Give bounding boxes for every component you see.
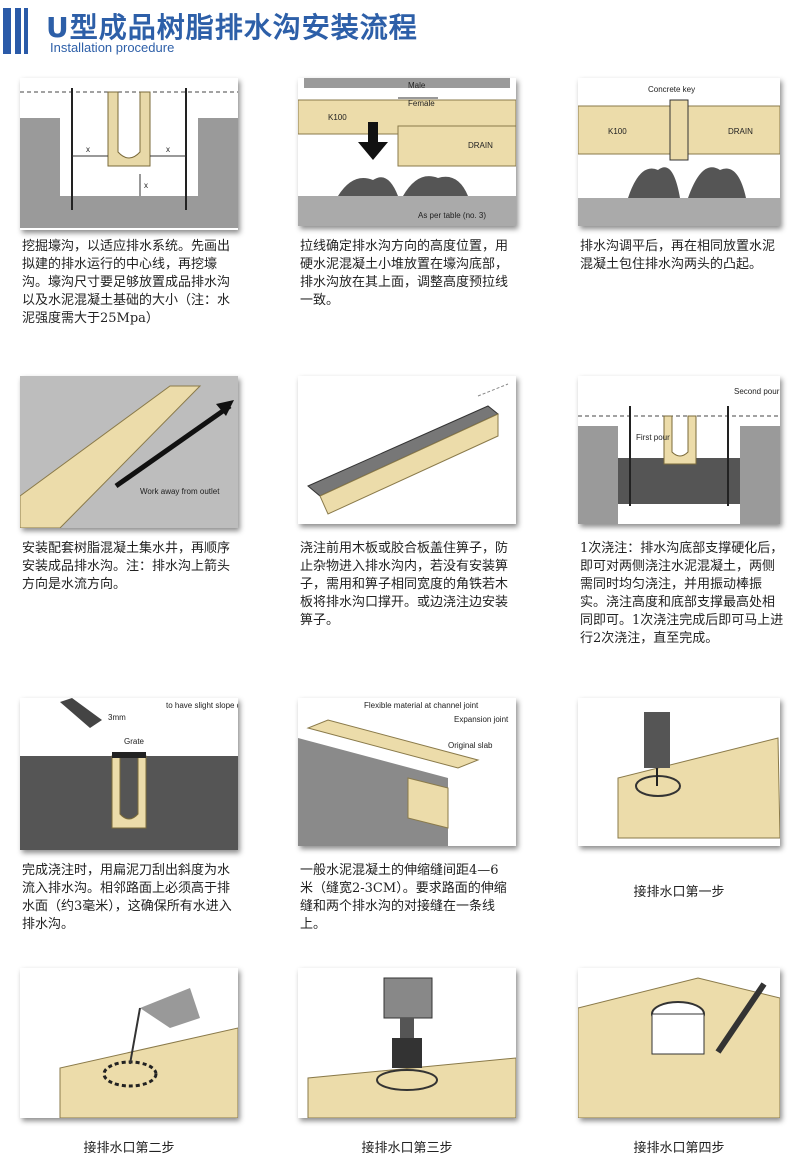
step-12-illustration [578,968,780,1118]
step-10-caption: 接排水口第二步 [83,1141,175,1156]
step-7-caption: 完成浇注时，用扁泥刀刮出斜度为水流入排水沟。相邻路面上必须高于排水面（约3毫米）… [22,863,232,932]
svg-text:K100: K100 [608,127,627,136]
step-5-caption: 浇注前用木板或胶合板盖住箅子，防止杂物进入排水沟内，若没有安装箅子，需用和箅子相… [300,541,509,628]
step-10-illustration [20,968,238,1118]
step-2-illustration: Male Female DRAIN K100 As per table (no.… [298,78,516,226]
svg-text:DRAIN: DRAIN [468,141,493,150]
step-11-caption: 接排水口第三步 [361,1141,453,1156]
step-5-illustration [298,376,516,524]
svg-text:DRAIN: DRAIN [728,127,753,136]
svg-text:to have slight slope down to c: to have slight slope down to channel [166,701,238,710]
step-4-illustration: Work away from outlet [20,376,238,528]
step-7-illustration: 3mm Grate to have slight slope down to c… [20,698,238,850]
svg-text:Expansion joint: Expansion joint [454,715,509,724]
svg-text:3mm: 3mm [108,713,126,722]
step-12-caption: 接排水口第四步 [633,1141,725,1156]
step-3-caption: 排水沟调平后，再在相同放置水泥混凝土包住排水沟两头的凸起。 [580,239,776,272]
step-1-illustration: x x x [20,78,238,230]
step-1-caption: 挖掘壕沟，以适应排水系统。先画出拟建的排水运行的中心线，再挖壕沟。壕沟尺寸要足够… [22,239,231,326]
svg-text:As per table (no. 3): As per table (no. 3) [418,211,486,220]
svg-text:x: x [144,181,148,190]
step-2-caption: 拉线确定排水沟方向的高度位置，用硬水泥混凝土小堆放置在壕沟底部，排水沟放在其上面… [300,239,509,308]
svg-text:Male: Male [408,81,426,90]
step-3-illustration: Concrete key K100 DRAIN [578,78,780,226]
page-title: U型成品树脂排水沟安装流程 [46,11,418,44]
svg-text:Second pour: Second pour [734,387,780,396]
svg-text:Original slab: Original slab [448,741,493,750]
step-11-illustration [298,968,516,1118]
svg-text:Grate: Grate [124,737,145,746]
step-8-illustration: Flexible material at channel joint Expan… [298,698,516,846]
svg-text:K100: K100 [328,113,347,122]
svg-text:Work away from outlet: Work away from outlet [140,487,220,496]
step-6-illustration: Second pour First pour [578,376,780,524]
svg-text:x: x [166,145,170,154]
step-8-caption: 一般水泥混凝土的伸缩缝间距4—6米（缝宽2-3CM）。要求路面的伸缩缝和两个排水… [300,863,507,932]
svg-text:Flexible material at channel j: Flexible material at channel joint [364,701,479,710]
step-9-illustration [578,698,780,846]
svg-text:x: x [86,145,90,154]
step-4-caption: 安装配套树脂混凝土集水井，再顺序安装成品排水沟。注：排水沟上箭头方向是水流方向。 [22,541,231,592]
header-accent-bars [3,8,33,54]
step-9-caption: 接排水口第一步 [633,885,725,900]
step-6-caption: 1次浇注：排水沟底部支撑硬化后，即可对两侧浇注水泥混凝土，两侧需同时均匀浇注，并… [580,541,784,646]
svg-text:Concrete key: Concrete key [648,85,695,94]
page-subtitle: Installation procedure [50,40,175,55]
svg-text:First pour: First pour [636,433,670,442]
svg-text:Female: Female [408,99,435,108]
